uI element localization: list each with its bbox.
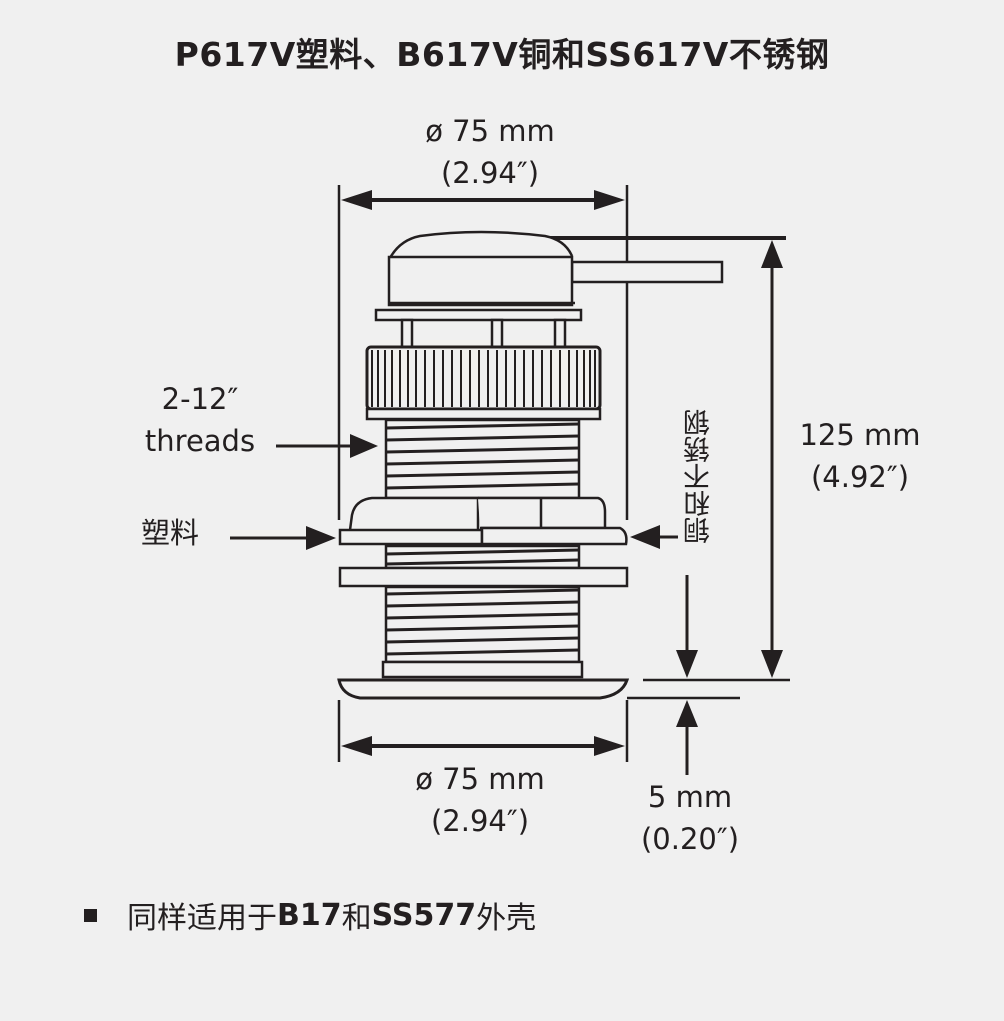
bottom-diameter-label: ø 75 mm (2.94″): [380, 758, 580, 842]
plastic-callout: 塑料: [140, 516, 199, 550]
top-diameter-label: ø 75 mm (2.94″): [390, 110, 590, 194]
note-text-1: 同样适用于: [127, 901, 277, 936]
compatibility-note: 同样适用于 B17 和 SS577 外壳: [84, 893, 536, 937]
bullet-icon: [84, 908, 97, 922]
bottom-diameter-mm: ø 75 mm: [415, 762, 545, 796]
flange-inch: (0.20″): [640, 822, 740, 856]
diagram-title: P617V塑料、B617V铜和SS617V不锈钢: [174, 35, 830, 74]
bottom-diameter-inch: (2.94″): [430, 804, 530, 838]
top-diameter-mm: ø 75 mm: [425, 114, 555, 148]
note-text-2: 和: [341, 901, 372, 936]
top-diameter-inch: (2.94″): [440, 156, 540, 190]
threads-text: threads: [144, 424, 256, 458]
bronze-steel-callout: 铜和不锈钢: [684, 409, 715, 544]
height-mm: 125 mm: [799, 418, 921, 452]
flange-thickness-label: 5 mm (0.20″): [620, 776, 760, 860]
height-inch: (4.92″): [810, 460, 910, 494]
threads-callout: 2-12″ threads: [130, 378, 270, 462]
note-model-b17: B17: [277, 897, 342, 933]
threads-size: 2-12″: [161, 382, 239, 416]
note-model-ss577: SS577: [371, 897, 477, 933]
height-label: 125 mm (4.92″): [780, 414, 940, 498]
note-text-3: 外壳: [476, 901, 537, 936]
flange-mm: 5 mm: [647, 780, 733, 814]
